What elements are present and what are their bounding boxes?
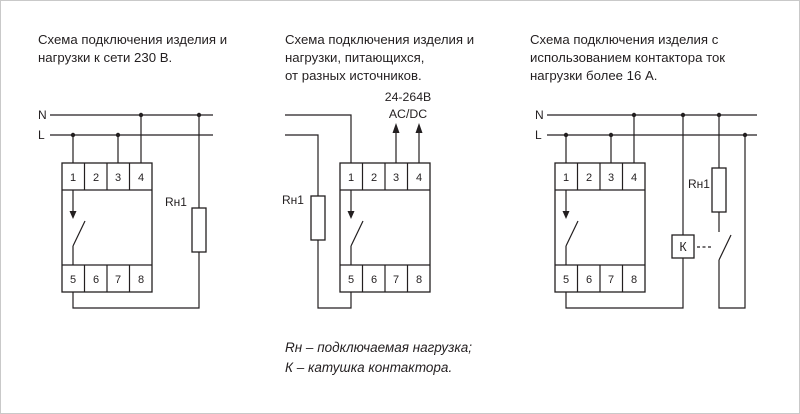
junction-dot [70, 132, 76, 138]
load-branch [317, 240, 352, 309]
terminal-6: 6 [371, 274, 377, 286]
relay-contact-symbol [347, 190, 364, 265]
terminal-6: 6 [586, 274, 592, 286]
panel2-title-line1: Схема подключения изделия и [285, 32, 474, 47]
relay-contact-symbol [562, 190, 579, 265]
supply-type-label: AC/DC [389, 107, 427, 121]
terminal-dividers [83, 163, 131, 292]
load-resistor [191, 207, 207, 253]
terminal-8: 8 [416, 274, 422, 286]
relay-contact-symbol [69, 190, 86, 265]
neutral-label: N [535, 108, 544, 122]
junction-dot [115, 132, 121, 138]
panel-contactor: Схема подключения изделия с использовани… [530, 32, 757, 309]
junction-dot [742, 132, 748, 138]
terminal-dividers [361, 163, 409, 292]
terminal-5: 5 [563, 274, 569, 286]
load-resistor [711, 167, 727, 213]
contactor-coil-label: К [679, 240, 687, 254]
terminal-dividers [576, 163, 624, 292]
terminal-7: 7 [393, 274, 399, 286]
junction-dot [608, 132, 614, 138]
junction-dot [716, 112, 722, 118]
panel3-title-line3: нагрузки более 16 А. [530, 68, 657, 83]
terminal-7: 7 [608, 274, 614, 286]
terminal-8: 8 [631, 274, 637, 286]
contact-arrow-icon [69, 211, 77, 219]
panel3-title-line2: использованием контактора ток [530, 50, 725, 65]
terminal-2: 2 [586, 172, 592, 184]
panel1-title-line1: Схема подключения изделия и [38, 32, 227, 47]
terminal-3: 3 [608, 172, 614, 184]
line-drops [72, 135, 119, 163]
supply-voltage-label: 24-264В [385, 90, 432, 104]
up-arrow-icon [392, 123, 400, 133]
load-resistor [310, 195, 326, 241]
contact-lines [72, 190, 86, 265]
main-contact-branch [718, 135, 746, 309]
terminal-3: 3 [393, 172, 399, 184]
junction-dot [196, 112, 202, 118]
terminal-4: 4 [138, 172, 144, 184]
terminal-6: 6 [93, 274, 99, 286]
contact-arrow-icon [562, 211, 570, 219]
load-label: Rн1 [282, 193, 304, 207]
line-label: L [38, 128, 45, 142]
supply-arrow-wires [395, 130, 420, 163]
terminal-7: 7 [115, 274, 121, 286]
source-wire-top [285, 114, 352, 163]
terminal-5: 5 [70, 274, 76, 286]
up-arrow-icon [415, 123, 423, 133]
terminal-2: 2 [93, 172, 99, 184]
load-label: Rн1 [688, 177, 710, 191]
coil-return-wire [565, 258, 684, 309]
load-branch [72, 115, 200, 309]
panel3-title-line1: Схема подключения изделия с [530, 32, 719, 47]
line-label: L [535, 128, 542, 142]
panel2-title-line2: нагрузки, питающихся, [285, 50, 424, 65]
junction-dot [563, 132, 569, 138]
terminal-4: 4 [416, 172, 422, 184]
contact-lines [350, 190, 364, 265]
legend-coil-note: К – катушка контактора. [285, 360, 452, 375]
contact-arrow-icon [347, 211, 355, 219]
contact-lines [565, 190, 579, 265]
legend: Rн – подключаемая нагрузка; К – катушка … [285, 340, 472, 375]
load-label: Rн1 [165, 195, 187, 209]
terminal-3: 3 [115, 172, 121, 184]
panel1-title-line2: нагрузки к сети 230 В. [38, 50, 172, 65]
panel-separate-sources: Схема подключения изделия и нагрузки, пи… [282, 32, 474, 309]
line-drops [565, 135, 612, 163]
junction-dot [138, 112, 144, 118]
terminal-1: 1 [70, 172, 76, 184]
source-wire-bottom [285, 134, 319, 196]
neutral-label: N [38, 108, 47, 122]
junction-dot [631, 112, 637, 118]
terminal-2: 2 [371, 172, 377, 184]
terminal-8: 8 [138, 274, 144, 286]
terminal-5: 5 [348, 274, 354, 286]
panel2-title-line3: от разных источников. [285, 68, 422, 83]
terminal-1: 1 [348, 172, 354, 184]
terminal-1: 1 [563, 172, 569, 184]
legend-load-note: Rн – подключаемая нагрузка; [285, 340, 472, 355]
junction-dot [680, 112, 686, 118]
terminal-4: 4 [631, 172, 637, 184]
panel-mains-230v: Схема подключения изделия и нагрузки к с… [38, 32, 227, 309]
